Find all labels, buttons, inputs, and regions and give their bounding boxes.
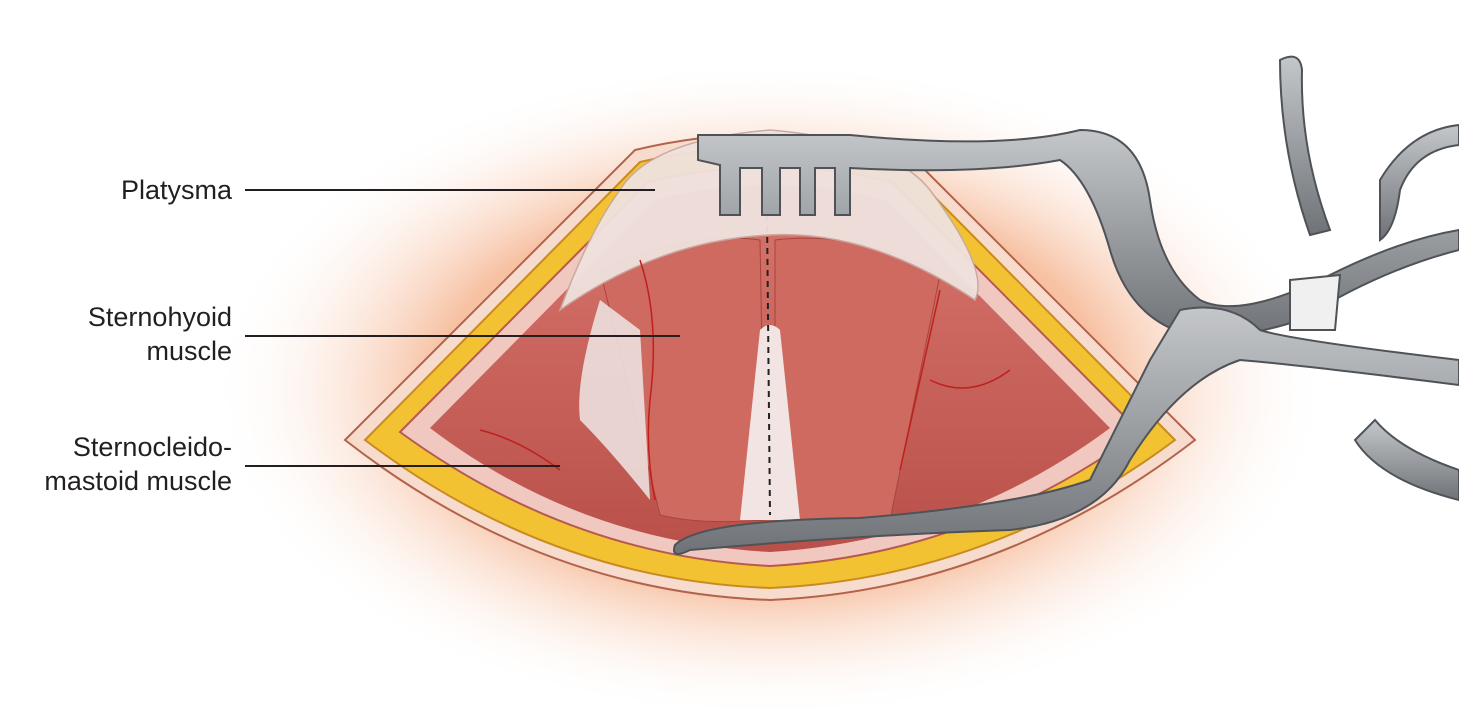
label-scm-line1: Sternocleido- <box>72 432 232 462</box>
label-scm-line2: mastoid muscle <box>44 466 232 496</box>
label-sternohyoid-line2: muscle <box>146 336 232 366</box>
retractor-icon <box>673 55 1459 555</box>
leader-line-sternohyoid <box>245 335 680 337</box>
label-sternohyoid-line1: Sternohyoid <box>87 302 232 332</box>
midline-raphe <box>740 325 800 520</box>
label-platysma: Platysma <box>120 175 232 205</box>
label-sternohyoid: Sternohyoid muscle <box>20 300 232 368</box>
platysma-flap <box>558 129 979 313</box>
leader-line-platysma <box>245 189 655 191</box>
leader-line-sternocleidomastoid <box>245 465 560 467</box>
vessels <box>479 259 1011 501</box>
label-sternocleidomastoid: Sternocleido- mastoid muscle <box>0 430 232 498</box>
fascial-web <box>579 300 650 500</box>
